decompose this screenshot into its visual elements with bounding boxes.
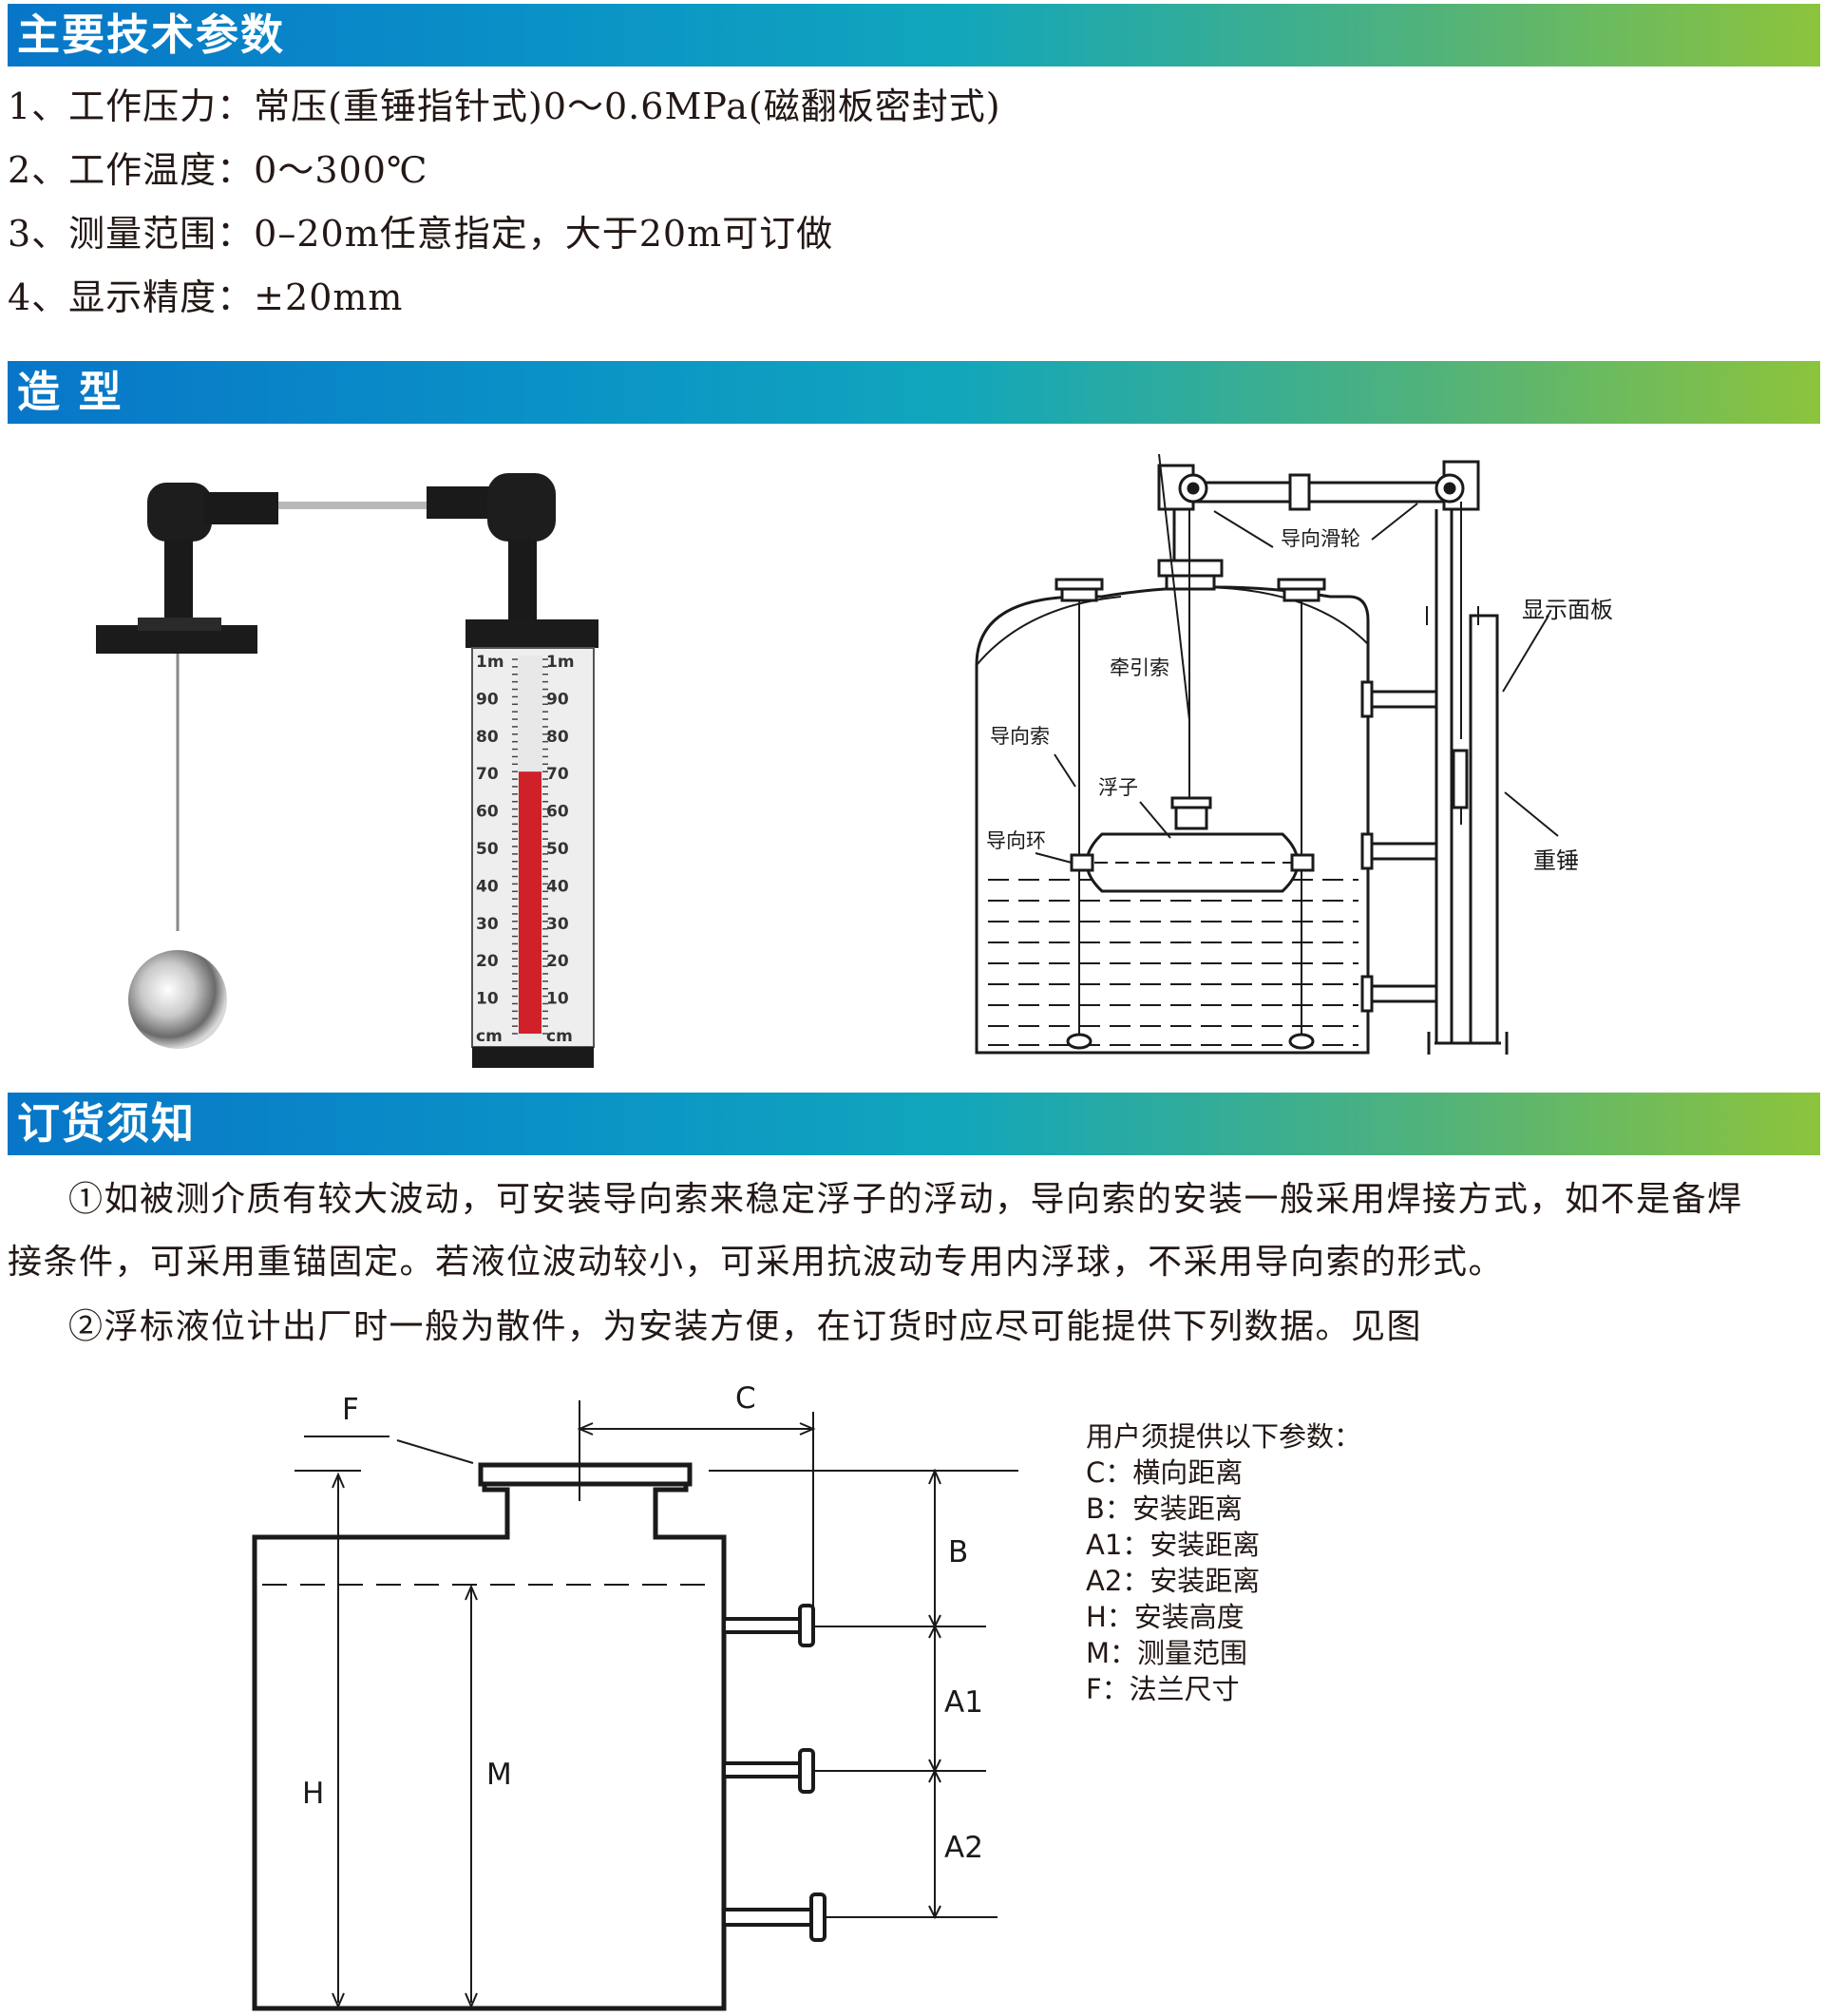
param-H: H：安装高度 <box>1086 1601 1244 1633</box>
label-guide-rope: 导向索 <box>990 725 1050 748</box>
scale-label-right: 30 <box>546 915 569 934</box>
label-panel: 显示面板 <box>1522 597 1613 623</box>
label-guide-ring: 导向环 <box>986 829 1046 852</box>
left-elbow <box>96 483 278 654</box>
scale-label-left: 20 <box>476 952 499 971</box>
scale-label-right: 70 <box>546 765 569 784</box>
scale-label-left: 90 <box>476 690 499 709</box>
note-1-line-1: ①如被测介质有较大波动，可安装导向索来稳定浮子的浮动，导向索的安装一般采用焊接方… <box>68 1180 1743 1219</box>
param-A1: A1：安装距离 <box>1086 1529 1261 1561</box>
param-C: C：横向距离 <box>1086 1456 1244 1489</box>
dim-tank <box>252 1468 727 2011</box>
dimension-diagram: F C B A1 A2 H M <box>252 1381 1018 2011</box>
liquid-lines <box>988 879 1358 1046</box>
scale-label-right: 10 <box>546 990 569 1009</box>
connecting-rod <box>278 502 427 509</box>
dim-flange <box>478 1462 693 1487</box>
scale-label-right: 20 <box>546 952 569 971</box>
label-weight: 重锤 <box>1533 847 1579 874</box>
scale-ticks: 1m 1m 90 90 80 80 70 70 60 60 50 50 40 40 30 30 20 20 10 10… <box>476 653 575 1046</box>
float-stem <box>1174 804 1208 830</box>
dim-label-A1: A1 <box>944 1685 983 1720</box>
scale-label-left: 70 <box>476 765 499 784</box>
label-pulley: 导向滑轮 <box>1281 527 1360 550</box>
scale-label-right: 80 <box>546 728 569 747</box>
dim-label-B: B <box>948 1535 968 1569</box>
schematic-drawing: 导向滑轮 显示面板 牵引索 导向索 浮子 导向环 重锤 <box>975 454 1613 1055</box>
order-note-2: ②浮标液位计出厂时一般为散件，为安装方便，在订货时应尽可能提供下列数据。见图 <box>8 1296 1817 1359</box>
float-body <box>1085 832 1300 893</box>
scale-label-left: 40 <box>476 877 499 896</box>
scale-label-right: 60 <box>546 803 569 822</box>
section-title-shape: 造 型 <box>17 367 124 417</box>
section-banner-shape: 造 型 <box>8 361 1820 424</box>
section-banner-specs: 主要技术参数 <box>8 4 1820 67</box>
scale-label-left: 30 <box>476 915 499 934</box>
param-F: F：法兰尺寸 <box>1086 1673 1240 1705</box>
dim-label-F: F <box>342 1393 359 1427</box>
right-elbow <box>427 473 598 648</box>
note-1-line-2: 接条件，可采用重锚固定。若液位波动较小，可采用抗波动专用内浮球，不采用导向索的形… <box>8 1243 1505 1282</box>
scale-label-right: 90 <box>546 690 569 709</box>
param-A2: A2：安装距离 <box>1086 1565 1261 1597</box>
param-B: B：安装距离 <box>1086 1493 1243 1525</box>
spec-pressure: 1、工作压力：常压(重锤指针式)0～0.6MPa(磁翻板密封式) <box>8 86 1001 127</box>
required-params-list: 用户须提供以下参数： C：横向距离 B：安装距离 A1：安装距离 A2：安装距离… <box>1086 1418 1361 1707</box>
counter-weight <box>1452 749 1469 809</box>
params-title: 用户须提供以下参数： <box>1086 1420 1362 1453</box>
product-photo: 1m 1m 90 90 80 80 70 70 60 60 50 50 40 40 30 30 20 20 10 10… <box>96 473 598 1068</box>
scale-label-left: 60 <box>476 803 499 822</box>
scale-label-right: 50 <box>546 840 569 859</box>
param-M: M：测量范围 <box>1086 1637 1248 1669</box>
scale-label-left: 50 <box>476 840 499 859</box>
spec-range: 3、测量范围：0–20m任意指定，大于20m可订做 <box>8 213 834 255</box>
display-panel <box>1469 614 1499 1045</box>
dim-label-H: H <box>302 1777 324 1811</box>
level-fill <box>519 771 542 1034</box>
scale-label-left: 80 <box>476 728 499 747</box>
scale-label-right: 1m <box>546 653 575 672</box>
section-title-order: 订货须知 <box>17 1098 197 1149</box>
level-scale: 1m 1m 90 90 80 80 70 70 60 60 50 50 40 40 30 30 20 20 10 10… <box>471 647 595 1068</box>
tank-outline <box>975 585 1370 1055</box>
note-2-line: ②浮标液位计出厂时一般为散件，为安装方便，在订货时应尽可能提供下列数据。见图 <box>68 1307 1423 1346</box>
scale-label-left: 1m <box>476 653 504 672</box>
section-banner-order: 订货须知 <box>8 1093 1820 1155</box>
order-note-1: ①如被测介质有较大波动，可安装导向索来稳定浮子的浮动，导向索的安装一般采用焊接方… <box>8 1169 1817 1294</box>
spec-temperature: 2、工作温度：0～300℃ <box>8 149 428 191</box>
scale-label-right: 40 <box>546 877 569 896</box>
dim-label-M: M <box>486 1758 512 1792</box>
float-ball <box>128 950 227 1049</box>
dim-label-A2: A2 <box>944 1831 983 1865</box>
spec-accuracy: 4、显示精度：±20mm <box>8 276 404 318</box>
scale-label-right: cm <box>546 1027 573 1046</box>
label-float: 浮子 <box>1098 776 1138 799</box>
scale-label-left: cm <box>476 1027 503 1046</box>
section-title-specs: 主要技术参数 <box>17 10 286 60</box>
dim-label-C: C <box>735 1381 756 1416</box>
label-cable: 牵引索 <box>1110 656 1169 679</box>
scale-label-left: 10 <box>476 990 499 1009</box>
